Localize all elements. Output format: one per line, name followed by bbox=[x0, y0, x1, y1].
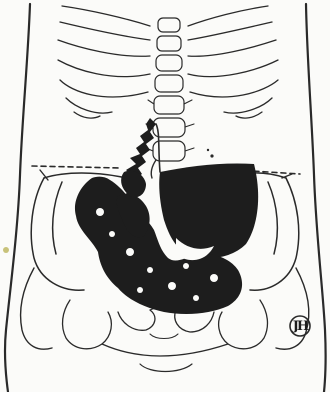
stomach bbox=[159, 163, 258, 258]
rib-cage bbox=[58, 6, 278, 118]
spine bbox=[146, 18, 194, 161]
